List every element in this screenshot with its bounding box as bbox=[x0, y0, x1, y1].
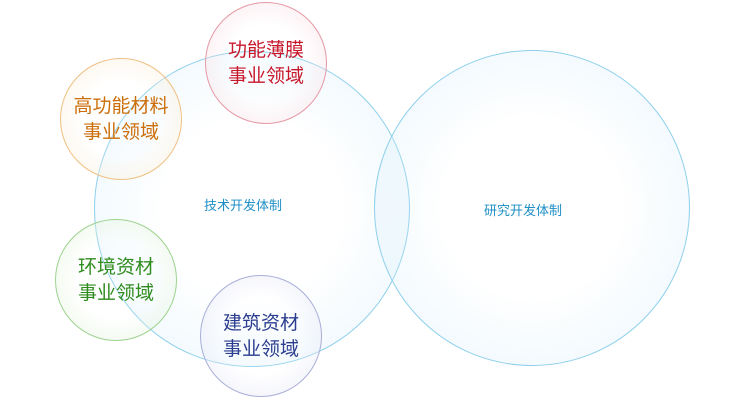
advanced-materials-line1: 高功能材料 bbox=[73, 95, 169, 117]
advanced-materials-text: 高功能材料 事业领域 bbox=[73, 93, 168, 145]
functional-film-line2: 事业领域 bbox=[227, 65, 304, 87]
environment-materials-line2: 事业领域 bbox=[77, 282, 154, 304]
research-development-label: 研究开发体制 bbox=[484, 204, 563, 219]
functional-film-text: 功能薄膜 事业领域 bbox=[228, 37, 304, 89]
tech-development-label: 技术开发体制 bbox=[204, 199, 283, 214]
building-materials-circle: 建筑资材 事业领域 bbox=[200, 275, 322, 397]
environment-materials-line1: 环境资材 bbox=[77, 256, 154, 278]
building-materials-line1: 建筑资材 bbox=[222, 312, 299, 334]
advanced-materials-circle: 高功能材料 事业领域 bbox=[60, 58, 182, 180]
functional-film-line1: 功能薄膜 bbox=[227, 39, 304, 61]
environment-materials-text: 环境资材 事业领域 bbox=[78, 254, 154, 306]
building-materials-text: 建筑资材 事业领域 bbox=[223, 310, 299, 362]
functional-film-circle: 功能薄膜 事业领域 bbox=[205, 2, 327, 124]
research-development-circle bbox=[374, 50, 690, 366]
advanced-materials-line2: 事业领域 bbox=[82, 121, 159, 143]
building-materials-line2: 事业领域 bbox=[222, 338, 299, 360]
environment-materials-circle: 环境资材 事业领域 bbox=[55, 219, 177, 341]
